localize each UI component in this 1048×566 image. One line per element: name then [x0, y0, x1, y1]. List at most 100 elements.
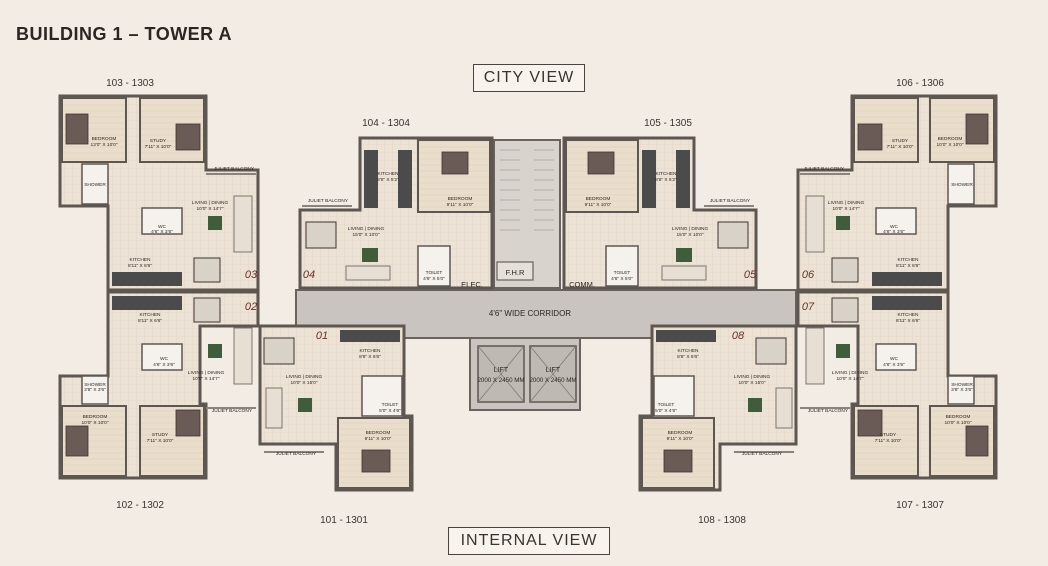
elec-label: ELEC. [461, 280, 483, 289]
room-label: BEDROOM [586, 196, 611, 202]
room-label: BEDROOM [366, 430, 391, 436]
room-label: BEDROOM [92, 136, 117, 142]
fhr-label: F.H.R [506, 268, 525, 277]
room-label: LIVING | DINING [286, 374, 323, 380]
room-label: SHOWER [951, 382, 973, 388]
room-label: KITCHEN [677, 348, 699, 354]
unit-range-101: 101 - 1301 [320, 515, 368, 526]
lift-1-size: 2000 X 2450 MM [477, 377, 524, 384]
room-label: LIVING | DINING [348, 226, 385, 232]
room-dim: 4'6" X 5'0" [611, 276, 633, 282]
room-label: BEDROOM [938, 136, 963, 142]
lift-2-label: LIFT [546, 367, 561, 374]
room-label: TOILET [658, 402, 675, 408]
unit-range-105: 105 - 1305 [644, 118, 692, 129]
unit-number-03: 03 [245, 269, 258, 281]
room-dim: 15'0" X 10'0" [676, 232, 703, 238]
room-label: BEDROOM [946, 414, 971, 420]
room-dim: 8'6" X 6'6" [677, 354, 699, 360]
unit-number-07: 07 [802, 301, 815, 313]
unit-number-01: 01 [316, 330, 328, 342]
room-dim: 7'11" X 10'0" [145, 144, 172, 150]
room-label: LIVING | DINING [672, 226, 709, 232]
room-label: STUDY [152, 432, 169, 438]
unit-range-102: 102 - 1302 [116, 500, 164, 511]
room-dim: 9'11" X 10'0" [447, 202, 474, 208]
room-dim: 9'11" X 10'0" [365, 436, 392, 442]
room-label: JULIET BALCONY [804, 166, 845, 172]
room-label: LIVING | DINING [188, 370, 225, 376]
room-dim: 4'6" X 3'6" [153, 362, 175, 368]
room-label: WC [890, 356, 899, 362]
room-label: LIVING | DINING [734, 374, 771, 380]
room-label: JULIET BALCONY [742, 451, 783, 457]
unit-number-06: 06 [802, 269, 815, 281]
room-label: SHOWER [951, 182, 973, 188]
room-label: TOILET [382, 402, 399, 408]
room-dim: 10'0" X 15'0" [290, 380, 317, 386]
room-dim: 13'0" X 10'0" [90, 142, 117, 148]
toilet-rooms [81, 163, 975, 417]
lift-1-label: LIFT [494, 367, 509, 374]
room-dim: 5'0" X 4'6" [655, 408, 677, 414]
room-label: TOILET [426, 270, 443, 276]
room-label: KITCHEN [139, 312, 161, 318]
kitchen-counters [112, 150, 942, 342]
room-dim: 8'6" X 5'2" [655, 177, 677, 183]
room-label: BEDROOM [83, 414, 108, 420]
room-label: KITCHEN [359, 348, 381, 354]
room-label: KITCHEN [897, 312, 919, 318]
fhr-room [496, 261, 534, 281]
room-dim: 4'6" X 5'0" [423, 276, 445, 282]
room-label: STUDY [880, 432, 897, 438]
room-label: LIVING | DINING [828, 200, 865, 206]
room-dim: 8'11" X 6'6" [896, 318, 920, 324]
dining-tables [193, 221, 859, 365]
room-label: STUDY [892, 138, 909, 144]
unit-range-103: 103 - 1303 [106, 78, 154, 89]
room-dim: 4'6" X 3'6" [151, 229, 173, 235]
room-dim: 10'0" X 14'7" [832, 206, 859, 212]
room-label: TOILET [614, 270, 631, 276]
room-label: BEDROOM [448, 196, 473, 202]
room-dim: 8'6" X 5'2" [377, 177, 399, 183]
room-label: JULIET BALCONY [212, 408, 253, 414]
room-label: BEDROOM [668, 430, 693, 436]
unit-range-104: 104 - 1304 [362, 118, 410, 129]
comm-label: COMM. [569, 280, 595, 289]
room-dim: 5'0" X 4'6" [379, 408, 401, 414]
room-dim: 10'0" X 10'0" [81, 420, 108, 426]
corridor-label: 4'6" WIDE CORRIDOR [489, 309, 571, 318]
room-dim: 10'0" X 14'7" [192, 376, 219, 382]
living-rugs [208, 216, 850, 412]
room-dim: 15'0" X 10'0" [352, 232, 379, 238]
room-dim: 8'11" X 6'6" [128, 263, 152, 269]
room-label: JULIET BALCONY [710, 198, 751, 204]
room-label: LIVING | DINING [192, 200, 229, 206]
room-dim: 4'6" X 3'6" [883, 229, 905, 235]
room-label: LIVING | DINING [832, 370, 869, 376]
room-dim: 8'11" X 6'6" [896, 263, 920, 269]
room-dim: 8'11" X 6'6" [138, 318, 162, 324]
room-label: WC [160, 356, 169, 362]
page-title: BUILDING 1 – TOWER A [16, 24, 233, 44]
sofas [233, 195, 825, 429]
room-label: JULIET BALCONY [808, 408, 849, 414]
city-view-label: CITY VIEW [473, 64, 585, 92]
room-dim: 10'0" X 15'0" [738, 380, 765, 386]
room-dim: 9'11" X 10'0" [667, 436, 694, 442]
room-label: KITCHEN [897, 257, 919, 263]
room-dim: 7'11" X 10'0" [887, 144, 914, 150]
room-dim: 10'0" X 14'7" [196, 206, 223, 212]
unit-range-107: 107 - 1307 [896, 500, 944, 511]
room-label: WC [890, 224, 899, 230]
room-label: JULIET BALCONY [276, 451, 317, 457]
room-dim: 10'0" X 10'0" [936, 142, 963, 148]
unit-range-106: 106 - 1306 [896, 78, 944, 89]
room-label: JULIET BALCONY [214, 166, 255, 172]
room-label: JULIET BALCONY [308, 198, 349, 204]
bedroom-floors [61, 97, 995, 489]
room-dim: 8'6" X 6'6" [359, 354, 381, 360]
